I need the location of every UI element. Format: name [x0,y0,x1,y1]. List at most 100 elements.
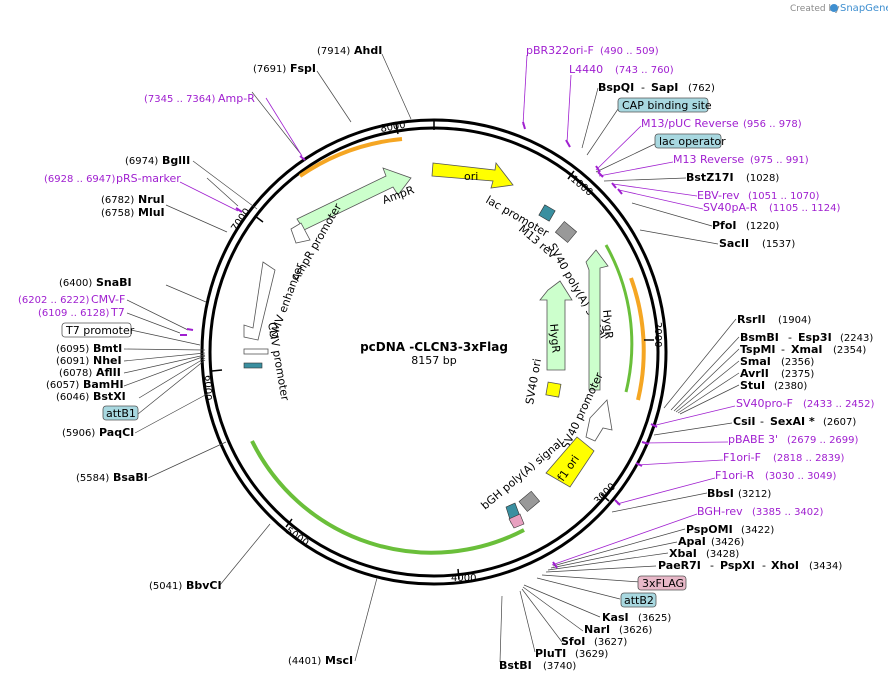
enzyme-xbai: XbaI [669,547,697,560]
sv40-ori-label: SV40 ori [523,358,544,406]
ori-label: ori [464,170,478,183]
t7-promoter-box [61,322,132,338]
enzyme-pos-pluti: (3629) [575,649,608,660]
enzyme-pos-bsmbi: (2243) [840,333,873,344]
snapgene-brand: SnapGene [840,3,888,14]
enzyme-bamhi: BamHI [83,378,124,391]
primer-bgh-rev: BGH-rev [697,505,743,518]
enzyme-pos-srui: (6782) [101,195,134,206]
created-by-text: Created by [790,4,840,14]
enzyme-pos-bstxi: (6046) [56,392,89,403]
clcn3-insert-arc [250,440,525,555]
enzyme-bbsi: BbsI [707,487,734,500]
t7-promoter-label: T7 promoter [65,324,135,337]
enzyme-pos-nari: (3626) [619,625,652,636]
enzyme-pos-snabi: (6400) [59,278,92,289]
primer-pos-ebv-rev: (1051 .. 1070) [748,191,820,202]
enzyme-pos-mlui: (6758) [101,208,134,219]
sv40-promoter-feature [585,399,613,442]
enzyme-pos-paqci: (5906) [62,428,95,439]
enzyme-msci: MscI [325,654,353,667]
enzyme-pos-bbvci: (5041) [149,581,182,592]
attb2-label: attB2 [624,594,654,607]
primer-pos-cmv-f: (6202 .. 6222) [18,295,90,306]
bgh-polya-feature [518,490,541,512]
attb1-label: attB1 [106,407,136,420]
enzyme-pos-aflii: (6078) [59,368,92,379]
enzyme-stui: StuI [740,379,765,392]
enzyme-bsabi: BsaBI [113,471,148,484]
enzyme-pos-bstbi: (3740) [543,661,576,672]
enzyme-tspmi: TspMI [740,343,776,356]
right-primer-leaders [522,54,736,566]
enzyme-pfoi: PfoI [712,219,737,232]
ampr-promoter-feature [290,222,311,244]
svg-text:-: - [710,559,714,572]
enzyme-bbvci: BbvCI [186,579,222,592]
primer-m13-puc-reverse: M13/pUC Reverse [641,117,739,130]
attb1-feature [243,362,263,369]
enzyme-smai: SmaI [740,355,771,368]
prs-marker-leader [179,181,239,212]
tick-2000: 2000 [652,322,663,347]
enzyme-aflii: AflII [96,366,121,379]
sv40-ori-feature [545,381,562,398]
primer-pos-m13-reverse: (975 .. 991) [750,155,809,166]
enzyme-pos-sacii: (1537) [762,239,795,250]
enzyme-pos-tspmi: (2354) [833,345,866,356]
enzyme-pos-kasi: (3625) [638,613,671,624]
attb2-box [620,592,657,608]
enzyme-pos-csii: (2607) [823,417,856,428]
enzyme-bsmbi: BsmBI [740,331,779,344]
enzyme-paer7i: PaeR7I [658,559,701,572]
enzyme-pos-fspi: (7691) [253,64,286,75]
enzyme-pos-bsabi: (5584) [76,473,109,484]
f1-ori-feature [545,436,595,488]
enzyme-apai: ApaI [678,535,706,548]
left-leader-lines [123,53,412,662]
attb1-box [102,405,139,421]
cap-binding-site-label: CAP binding site [622,99,712,112]
enzyme-pos-pspomi: (3422) [741,525,774,536]
primer-m13-reverse: M13 Reverse [673,153,744,166]
primer-pbr322ori-f: pBR322ori-F [526,44,594,57]
enzyme-nrui: NruI [138,193,165,206]
primer-pos-sv40pro-f: (2433 .. 2452) [803,399,875,410]
primer-pos-m13-puc-reverse: (956 .. 978) [743,119,802,130]
svg-text:-: - [781,343,785,356]
enzyme-pspomi: PspOMI [686,523,733,536]
lac-operator-box [654,133,722,149]
enzyme-pos-xbai: (3428) [706,549,739,560]
primer-prs-marker: pRS-marker [116,172,181,185]
enzyme-snabi: SnaBI [96,276,132,289]
plasmid-name: pcDNA -CLCN3-3xFlag [360,340,508,354]
enzyme-nari: NarI [584,623,610,636]
enzyme-mlui: MluI [138,206,165,219]
primer-pos-f1ori-r: (3030 .. 3049) [765,471,837,482]
lac-operator-feature [538,204,556,222]
hygr-label-b: HygR [547,323,563,354]
primer-pos-f1ori-f: (2818 .. 2839) [773,453,845,464]
enzyme-bstxi: BstXI [93,390,126,403]
svg-text:-: - [760,415,764,428]
tick-4000: 4000 [451,573,476,584]
enzyme-pos-nhei: (6091) [56,356,89,367]
enzyme-sexai: SexAI [770,415,805,428]
primer-f1ori-f: F1ori-F [723,451,761,464]
hygr-label-a: HygR [600,309,616,340]
ori-region-arc [298,137,403,178]
hygr-green-arc [604,244,634,393]
svg-text:-: - [641,81,645,94]
primer-pos-prs-marker: (6928 .. 6947) [44,174,116,185]
enzyme-bglii: BglII [162,154,190,167]
cmv-promoter-label: CMV promoter [265,321,292,402]
primer-f1ori-r: F1ori-R [715,469,755,482]
enzyme-pos-bamhi: (6057) [46,380,79,391]
enzyme-kasi: KasI [602,611,629,624]
primer-pos-bgh-rev: (3385 .. 3402) [752,507,824,518]
primer-pbabe-3: pBABE 3' [728,433,778,446]
enzyme-bmti: BmtI [93,342,122,355]
tick-6000: 6000 [202,375,213,400]
enzyme-pos-bglii: (6974) [125,156,158,167]
